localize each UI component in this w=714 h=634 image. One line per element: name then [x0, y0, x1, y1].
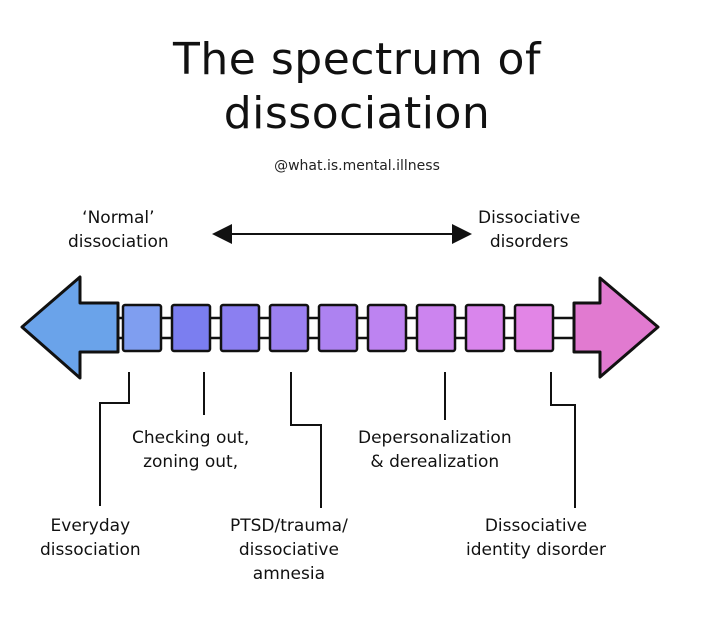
title-line-2: dissociation — [223, 88, 491, 139]
spectrum-block-8 — [464, 303, 506, 353]
scale-right-label-line-1: Dissociative — [478, 208, 581, 228]
scale-left-label: ‘Normal’ dissociation — [68, 206, 169, 254]
label-ptsd-line-1: PTSD/trauma/ — [230, 516, 348, 536]
scale-left-label-line-2: dissociation — [68, 232, 169, 252]
scale-right-label-line-2: disorders — [489, 232, 569, 252]
spectrum-block-3 — [219, 303, 261, 353]
right-arrowhead — [572, 276, 660, 379]
label-everyday-line-2: dissociation — [40, 540, 141, 560]
spectrum-block-4 — [268, 303, 310, 353]
label-did-line-2: identity disorder — [466, 540, 606, 560]
spectrum-block-2 — [170, 303, 212, 353]
spectrum-block-6 — [366, 303, 408, 353]
spectrum-block-1 — [121, 303, 163, 353]
spectrum-block-7 — [415, 303, 457, 353]
spectrum-block-9 — [513, 303, 555, 353]
scale-left-label-line-1: ‘Normal’ — [82, 208, 155, 228]
label-ptsd-trauma: PTSD/trauma/ dissociative amnesia — [230, 514, 348, 586]
label-checking-out-line-2: zoning out, — [143, 452, 239, 472]
leader-did — [550, 372, 576, 508]
label-did-line-1: Dissociative — [484, 516, 588, 536]
leader-ptsd — [290, 372, 322, 508]
label-everyday-line-1: Everyday — [50, 516, 131, 536]
label-checking-out-line-1: Checking out, — [132, 428, 250, 448]
label-everyday-dissociation: Everyday dissociation — [40, 514, 141, 562]
left-arrowhead — [20, 275, 120, 380]
spectrum-block-5 — [317, 303, 359, 353]
label-dissociative-identity-disorder: Dissociative identity disorder — [466, 514, 606, 562]
label-depersonalization-line-1: Depersonalization — [358, 428, 512, 448]
label-ptsd-line-3: amnesia — [252, 564, 325, 584]
label-checking-out: Checking out, zoning out, — [132, 426, 249, 474]
leader-everyday — [99, 372, 130, 506]
label-ptsd-line-2: dissociative — [238, 540, 339, 560]
author-handle: @what.is.mental.illness — [274, 158, 440, 174]
scale-right-label: Dissociative disorders — [478, 206, 580, 254]
title-line-1: The spectrum of — [173, 34, 541, 85]
label-depersonalization: Depersonalization & derealization — [358, 426, 512, 474]
label-depersonalization-line-2: & derealization — [370, 452, 500, 472]
